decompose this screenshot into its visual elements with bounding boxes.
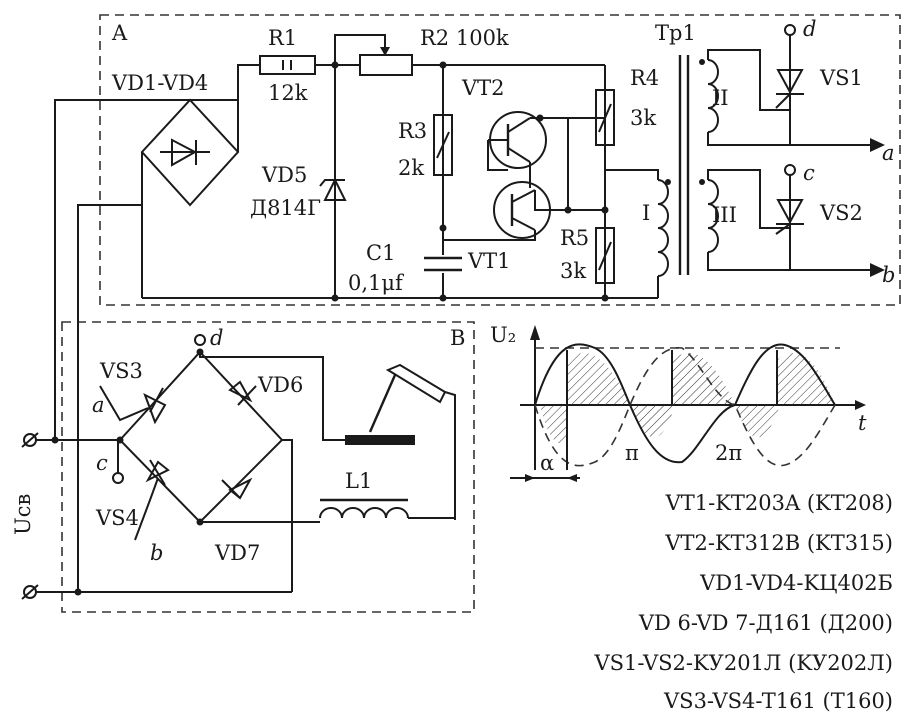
u2-label: U₂: [490, 323, 516, 347]
vs3-label: VS3: [99, 359, 143, 383]
mains-terminal-bottom[interactable]: [21, 584, 39, 600]
term-a-label-bottom: a: [92, 393, 105, 417]
diode-vd7: [221, 477, 253, 500]
r4-label: R4: [630, 66, 659, 90]
parts-list-item: VT1-KT203A (KT208): [665, 491, 893, 515]
diode-vd6: [228, 380, 257, 406]
r1-value: 12k: [268, 81, 308, 105]
thyristor-vs3: [99, 385, 167, 425]
term-b-label: b: [882, 263, 895, 287]
parts-list-item: VT2-KT312B (KT315): [664, 531, 893, 555]
t-axis-label: t: [858, 411, 867, 435]
waveform-plot: [510, 325, 866, 482]
thyristor-vs2: [775, 199, 804, 235]
winding-iii-label: III: [712, 203, 737, 227]
vd7-label: VD7: [214, 541, 260, 565]
r2-label: R2 100k: [420, 26, 509, 50]
term-d-label-bottom: d: [210, 326, 223, 350]
vs1-label: VS1: [819, 66, 863, 90]
term-d-label-top: d: [803, 17, 816, 41]
resistor-r5: [595, 227, 615, 284]
two-pi-label: 2π: [715, 441, 742, 465]
vt2-label: VT2: [461, 76, 505, 100]
vs4-label: VS4: [95, 506, 139, 530]
l1-label: L1: [345, 469, 372, 493]
resistor-r4: [595, 89, 615, 146]
resistor-r1: [259, 55, 316, 75]
parts-list-item: VS1-VS2-KУ201Л (KУ202Л): [594, 651, 894, 675]
thyristor-vs4: [134, 459, 170, 541]
transformer-tp1: [657, 55, 719, 277]
term-a-label: a: [882, 141, 895, 165]
r1-label: R1: [268, 26, 297, 50]
r3-value: 2k: [398, 156, 424, 180]
parts-list-item: VD1-VD4-KЦ402Б: [699, 571, 893, 595]
r3-label: R3: [398, 119, 427, 143]
diode-bridge-vd1-vd4: [140, 98, 240, 207]
workpiece: [345, 435, 415, 445]
alpha-label: α: [540, 451, 554, 475]
inductor-l1: [319, 507, 409, 519]
term-c-label-top: c: [803, 161, 815, 185]
potentiometer-r2: [359, 54, 413, 76]
pi-label: π: [625, 441, 639, 465]
term-b-label-bottom: b: [150, 541, 163, 565]
resistor-r3: [433, 114, 453, 176]
terminal-d-bottom[interactable]: [194, 334, 206, 346]
capacitor-c1: [424, 255, 462, 273]
terminal-c-top[interactable]: [784, 164, 796, 176]
vt1-label: VT1: [467, 249, 511, 273]
welding-voltage-label: Uсв: [11, 494, 35, 535]
winding-i-label: I: [642, 201, 650, 225]
block-a-frame: [99, 14, 901, 306]
electrode-holder: [368, 363, 456, 520]
vd5-label: VD5: [261, 163, 307, 187]
tp1-label: Tp1: [655, 21, 696, 45]
vd6-label: VD6: [257, 373, 303, 397]
block-b-label: B: [450, 326, 465, 350]
vd1-vd4-label: VD1-VD4: [111, 71, 208, 95]
parts-list: VT1-KT203A (KT208) VT2-KT312B (KT315) VD…: [594, 491, 894, 713]
c1-label: C1: [366, 241, 395, 265]
transistor-vt1: [493, 162, 551, 239]
winding-ii-label: II: [712, 86, 729, 110]
terminal-c-bottom[interactable]: [112, 472, 124, 484]
block-b-frame: [61, 321, 475, 613]
block-a-label: A: [111, 21, 128, 45]
c1-value: 0,1μf: [348, 271, 405, 295]
mains-terminal-top[interactable]: [21, 432, 39, 448]
parts-list-item: VS3-VS4-T161 (T160): [663, 689, 893, 713]
parts-list-item: VD 6-VD 7-Д161 (Д200): [638, 611, 893, 635]
vd5-type: Д814Г: [250, 196, 321, 220]
r4-value: 3k: [630, 106, 656, 130]
terminal-d-top[interactable]: [784, 24, 796, 36]
term-c-label-bottom: c: [96, 451, 108, 475]
r5-value: 3k: [560, 259, 586, 283]
thyristor-vs1: [775, 69, 804, 109]
transistor-vt2: [488, 111, 547, 169]
mains-wiring: [30, 64, 293, 593]
vs2-label: VS2: [819, 201, 863, 225]
zener-diode-vd5: [319, 177, 347, 201]
r5-label: R5: [560, 226, 589, 250]
